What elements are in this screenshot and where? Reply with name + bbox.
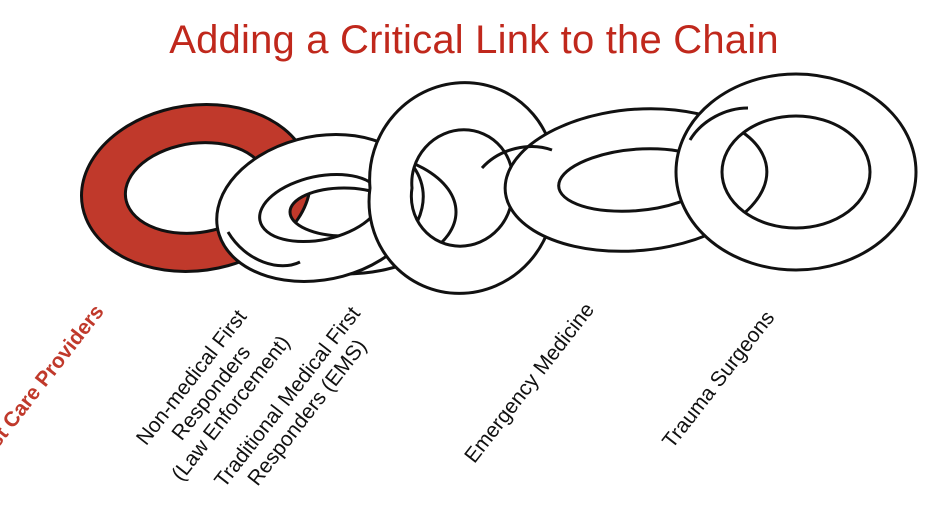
diagram-title: Adding a Critical Link to the Chain	[169, 18, 779, 62]
chain-interlock-segments	[226, 106, 749, 268]
chain-link-trauma-surgeons	[674, 72, 918, 272]
